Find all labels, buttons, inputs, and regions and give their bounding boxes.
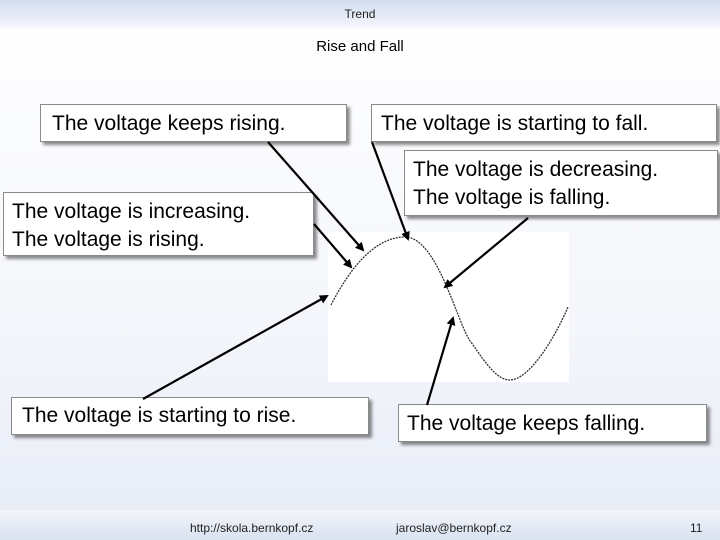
- page-number: 11: [690, 521, 703, 535]
- arrow-increasing: [313, 223, 353, 269]
- label-starting-to-rise-text: The voltage is starting to rise.: [22, 404, 297, 427]
- label-keeps-rising: The voltage keeps rising.: [40, 104, 347, 142]
- arrow-starting-to-fall: [370, 141, 410, 241]
- footer-website: http://skola.bernkopf.cz: [190, 521, 314, 535]
- label-starting-to-rise: The voltage is starting to rise.: [11, 397, 369, 435]
- label-decreasing-line1: The voltage is decreasing.: [413, 158, 659, 181]
- header-title: Trend: [344, 7, 376, 21]
- label-increasing-line1: The voltage is increasing.: [12, 200, 251, 223]
- label-keeps-rising-text: The voltage keeps rising.: [52, 112, 286, 135]
- label-increasing: The voltage is increasing. The voltage i…: [3, 192, 314, 256]
- label-decreasing-line2: The voltage is falling.: [413, 186, 611, 209]
- header-band: [0, 0, 720, 28]
- label-starting-to-fall: The voltage is starting to fall.: [371, 104, 717, 142]
- voltage-plot: [328, 232, 569, 382]
- label-starting-to-fall-text: The voltage is starting to fall.: [381, 112, 649, 135]
- arrow-starting-to-rise: [142, 295, 329, 400]
- arrow-decreasing: [443, 217, 529, 289]
- footer-email: jaroslav@bernkopf.cz: [396, 521, 512, 535]
- label-increasing-line2: The voltage is rising.: [12, 228, 205, 251]
- slide-subtitle: Rise and Fall: [316, 38, 404, 55]
- label-decreasing: The voltage is decreasing. The voltage i…: [404, 150, 718, 216]
- arrow-keeps-rising: [267, 141, 365, 252]
- footer-band: [0, 510, 720, 540]
- label-keeps-falling: The voltage keeps falling.: [398, 404, 707, 442]
- arrow-keeps-falling: [425, 316, 456, 406]
- label-keeps-falling-text: The voltage keeps falling.: [407, 412, 646, 435]
